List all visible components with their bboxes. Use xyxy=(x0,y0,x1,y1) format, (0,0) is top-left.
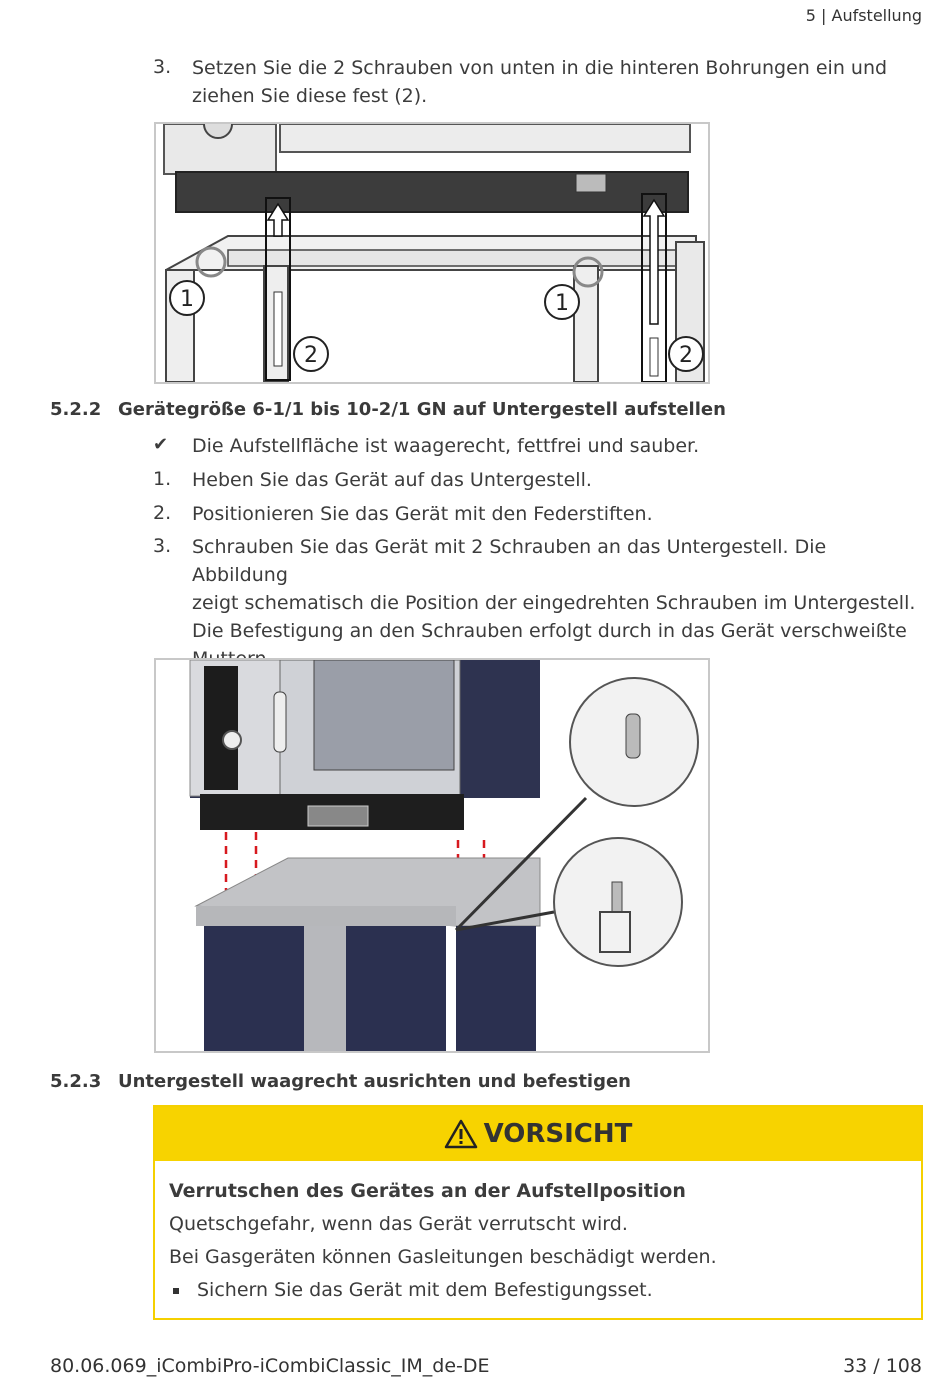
screw-icon xyxy=(611,881,623,913)
door-handle xyxy=(273,691,287,753)
step-text-line: Die Befestigung an den Schrauben erfolgt… xyxy=(192,620,907,642)
oven-window xyxy=(313,660,455,771)
section-header: 5 | Aufstellung xyxy=(805,6,922,25)
screw-icon xyxy=(649,337,659,377)
stand-rail xyxy=(227,249,697,267)
warning-bullet-text: Sichern Sie das Gerät mit dem Befestigun… xyxy=(197,1279,653,1301)
step-number: 3. xyxy=(153,535,172,557)
footer-page-number: 33 / 108 xyxy=(843,1355,922,1377)
stand-rack-left xyxy=(204,926,304,1051)
section-number: 5.2.2 xyxy=(50,399,102,420)
check-icon: ✔ xyxy=(153,434,169,455)
callout-number: 2 xyxy=(679,343,693,368)
drain-handle xyxy=(307,805,369,827)
step-number: 3. xyxy=(153,56,172,78)
warning-box: VORSICHT Verrutschen des Gerätes an der … xyxy=(153,1105,923,1320)
screw-bracket xyxy=(599,911,631,953)
appliance-foot xyxy=(575,173,607,193)
warning-header: VORSICHT xyxy=(155,1107,921,1161)
knob-icon xyxy=(203,124,233,139)
step-text-line: ziehen Sie diese fest (2). xyxy=(192,85,428,107)
callout-circle xyxy=(169,280,205,316)
callout-number: 2 xyxy=(304,343,318,368)
up-arrow-icon xyxy=(642,198,666,325)
stand-tabletop-edge xyxy=(196,906,456,926)
warning-title: Verrutschen des Gerätes an der Aufstellp… xyxy=(169,1180,686,1202)
section-title: Untergestell waagrecht ausrichten und be… xyxy=(118,1071,631,1092)
step-text: Setzen Sie die 2 Schrauben von unten in … xyxy=(192,54,927,110)
figure-unit-on-stand-drawing xyxy=(189,660,699,1051)
screw-arrow-box xyxy=(265,197,291,381)
section-number: 5.2.3 xyxy=(50,1071,102,1092)
up-arrow-icon xyxy=(266,202,290,237)
screw-hole-marker xyxy=(195,246,227,278)
step-text-line: Schrauben Sie das Gerät mit 2 Schrauben … xyxy=(192,536,827,586)
appliance-front xyxy=(279,124,691,153)
oven-display xyxy=(204,666,238,790)
warning-bullet: Sichern Sie das Gerät mit dem Befestigun… xyxy=(169,1274,907,1307)
bullet-icon xyxy=(173,1287,179,1294)
screw-icon xyxy=(273,291,283,367)
callout-circle xyxy=(544,284,580,320)
warning-text: Bei Gasgeräten können Gasleitungen besch… xyxy=(169,1246,717,1268)
screw-arrow-box xyxy=(641,193,667,382)
stand-center-post xyxy=(304,926,346,1051)
callout-circle xyxy=(668,336,704,372)
step-text-line: Setzen Sie die 2 Schrauben von unten in … xyxy=(192,57,888,79)
step-number: 2. xyxy=(153,502,172,524)
callout-circle xyxy=(293,336,329,372)
warning-triangle-icon xyxy=(444,1119,477,1149)
step-text: Positionieren Sie das Gerät mit den Fede… xyxy=(192,503,653,525)
appliance-base xyxy=(175,171,689,213)
figure-unit-on-stand xyxy=(154,658,710,1053)
section-title: Gerätegröße 6-1/1 bis 10-2/1 GN auf Unte… xyxy=(118,399,726,420)
stand-rack-right xyxy=(346,926,446,1051)
callout-number: 1 xyxy=(180,287,194,312)
footer-doc-id: 80.06.069_iCombiPro-iCombiClassic_IM_de-… xyxy=(50,1355,490,1377)
detail-leader-line xyxy=(454,796,588,932)
figure-screw-mounting-drawing: 1 2 1 2 xyxy=(163,124,705,382)
warning-text: Quetschgefahr, wenn das Gerät verrutscht… xyxy=(169,1213,628,1235)
step-text: Schrauben Sie das Gerät mit 2 Schrauben … xyxy=(192,533,927,673)
warning-label: VORSICHT xyxy=(483,1119,633,1149)
stand-side-panel xyxy=(456,926,536,1051)
figure-screw-mounting: 1 2 1 2 xyxy=(154,122,710,384)
step-text: Heben Sie das Gerät auf das Untergestell… xyxy=(192,469,592,491)
step-number: 1. xyxy=(153,468,172,490)
step-text-line: zeigt schematisch die Position der einge… xyxy=(192,592,916,614)
screw-hole-marker xyxy=(572,256,604,288)
callout-number: 1 xyxy=(555,291,569,316)
precondition-text: Die Aufstellfläche ist waagerecht, fettf… xyxy=(192,435,700,457)
knob-icon xyxy=(222,730,242,750)
spring-pin-icon xyxy=(625,713,641,759)
detail-leader-line xyxy=(455,910,555,932)
